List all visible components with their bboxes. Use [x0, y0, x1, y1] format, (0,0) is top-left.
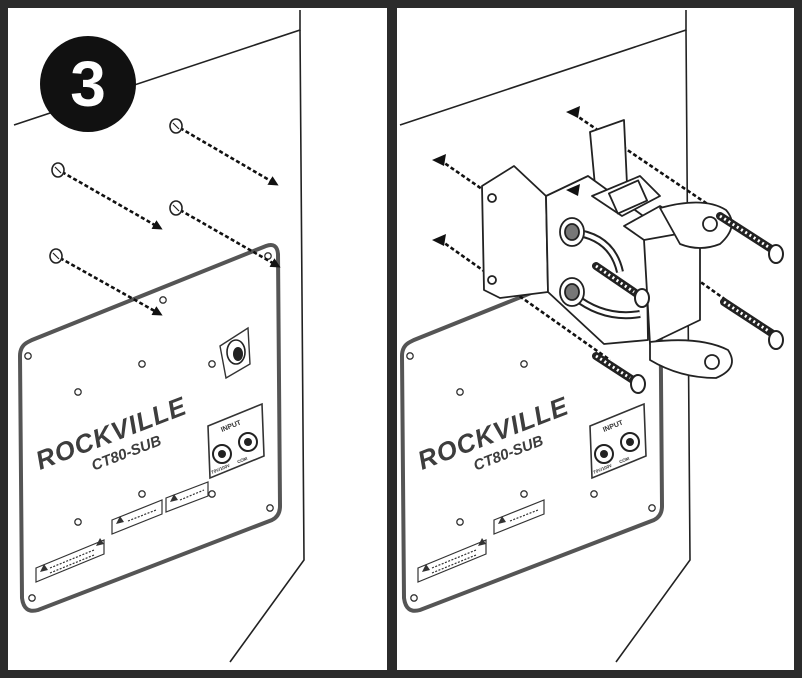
- speaker-back-plate: [17, 243, 283, 613]
- screw-icon: [716, 212, 784, 264]
- wall-mount-bracket: [481, 119, 733, 379]
- left-panel: 3 ROCKVILLE CT80-SUB: [13, 10, 305, 663]
- step-number: 3: [70, 48, 106, 120]
- screw-icon: [592, 352, 646, 394]
- warning-labels: [35, 481, 209, 583]
- screw-tips: [432, 106, 580, 246]
- pivot-knob: [559, 277, 585, 307]
- wall-anchor-icon: [49, 248, 63, 264]
- tap-right-label: COM: [618, 456, 630, 465]
- input-terminal-block: INPUT 70V/100V COM: [589, 402, 647, 480]
- screw-path-2: [61, 170, 163, 230]
- wall-anchor-icon: [51, 162, 65, 178]
- right-panel: ROCKVILLE CT80-SUB INPUT 70V/100V COM: [399, 10, 784, 663]
- input-terminal-block: INPUT 70V/100V COM: [207, 402, 265, 480]
- tap-selector-knob: [219, 326, 251, 380]
- wall-screws: [592, 212, 784, 394]
- screw-icon: [592, 262, 650, 308]
- screw-icon: [720, 298, 784, 350]
- pivot-knob: [559, 217, 585, 247]
- screw-arrows-left: [59, 126, 281, 316]
- wall-anchor-icon: [169, 200, 183, 216]
- wall-anchor-icon: [169, 118, 183, 134]
- tap-right-label: COM: [236, 456, 248, 465]
- warning-labels: [417, 499, 545, 583]
- screw-path-3: [179, 208, 281, 268]
- screw-path-1: [179, 126, 279, 186]
- panel-divider: [387, 4, 397, 674]
- step-badge: 3: [40, 36, 136, 132]
